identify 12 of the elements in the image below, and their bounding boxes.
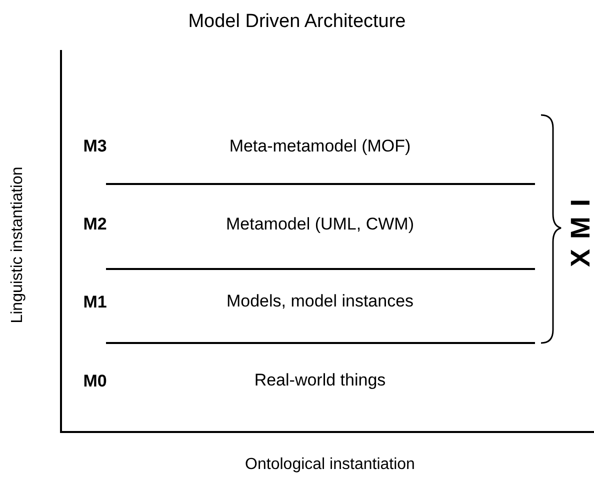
axis-label: Ontological instantiation <box>245 457 415 473</box>
level-label: M0 <box>83 372 107 390</box>
diagram-title: Model Driven Architecture <box>187 10 407 34</box>
layer-label: Models, model instances <box>226 292 414 310</box>
bracket-label: XMI <box>568 189 594 267</box>
level-label: M2 <box>83 216 107 232</box>
layer-label: Meta-metamodel (MOF) <box>229 138 411 154</box>
layer-label: Metamodel (UML, CWM) <box>226 216 414 232</box>
axis-label: Linguistic instantiation <box>10 166 26 324</box>
level-label: M1 <box>83 294 107 310</box>
level-label: M3 <box>83 138 107 154</box>
layer-label: Real-world things <box>254 372 386 388</box>
